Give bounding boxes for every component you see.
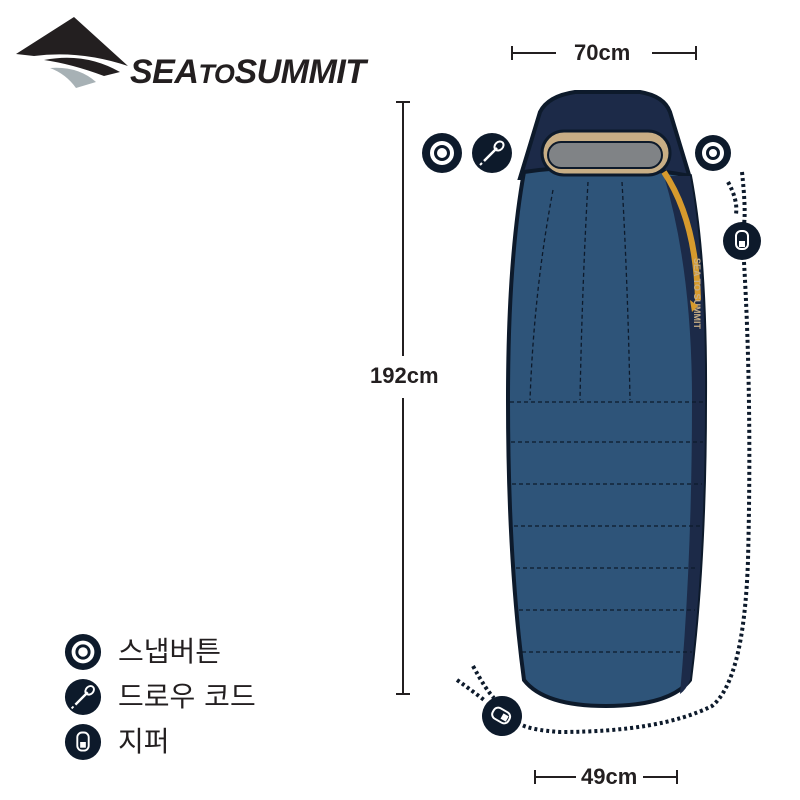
legend-item-snap-button: 스냅버튼: [64, 632, 221, 672]
width-top-dimension-line: [511, 46, 697, 60]
length-dimension-line: [396, 101, 410, 695]
width-bottom-label: 49cm: [581, 764, 638, 789]
zipper-icon: [723, 222, 761, 260]
zipper-icon: [482, 696, 522, 736]
width-bottom-dimension-line: [534, 770, 678, 784]
zip-line: [661, 170, 701, 301]
face-opening: [547, 141, 663, 169]
legend-item-drawcord: 드로우 코드: [64, 677, 256, 717]
drawcord-icon: [472, 133, 512, 173]
svg-text:SEA TO SUMMIT: SEA TO SUMMIT: [692, 258, 702, 330]
drawcord-icon: [64, 678, 102, 716]
sleeping-bag: SEA TO SUMMIT: [505, 90, 708, 709]
legend-label: 스냅버튼: [118, 635, 222, 668]
zipper-path: [455, 171, 752, 735]
legend-label: 지퍼: [118, 725, 170, 758]
bag-body: [505, 164, 708, 709]
snap-button-icon: [422, 133, 462, 173]
zipper-icon: [64, 723, 102, 761]
snap-button-icon: [695, 135, 731, 171]
brand-wordmark: SEATOSUMMIT: [130, 53, 366, 91]
length-label: 192cm: [370, 363, 439, 388]
sea-to-summit-logo-icon: [16, 17, 128, 88]
width-top-label: 70cm: [574, 40, 631, 65]
snap-button-icon: [64, 633, 102, 671]
bag-brand-label: SEA TO SUMMIT: [692, 258, 702, 330]
legend-label: 드로우 코드: [118, 680, 256, 713]
legend-item-zipper: 지퍼: [64, 722, 170, 762]
